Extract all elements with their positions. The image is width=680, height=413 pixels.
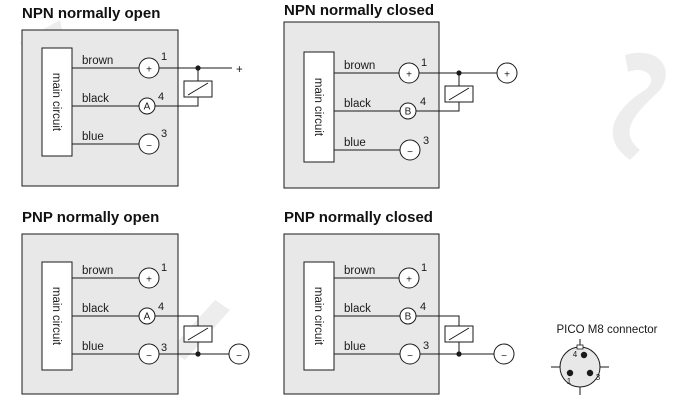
pin-number: 1 [421,262,427,274]
wire-label-brown: brown [344,265,375,277]
panel-title: PNP normally closed [284,209,433,226]
wire-label-black: black [82,93,109,105]
wire-label-brown: brown [82,55,113,67]
supply-symbol: − [236,351,242,362]
pin-number: 3 [161,128,167,140]
main-circuit-box [41,261,73,371]
supply-symbol: − [501,351,507,362]
pin-number: 1 [161,262,167,274]
pin-number: 4 [420,301,426,313]
panel-title: PNP normally open [22,209,159,226]
wire-label-blue: blue [82,131,104,143]
terminal-symbol: B [405,312,412,323]
terminal-symbol: A [144,102,151,113]
relay-load-icon [187,82,209,96]
relay-load-icon [448,327,470,341]
main-circuit-box [303,51,335,163]
main-circuit-box [303,261,335,371]
relay-load-icon [187,327,209,341]
terminal-symbol: − [146,351,152,362]
pin-number: 1 [421,57,427,69]
pin-number: 3 [423,135,429,147]
wire-label-brown: brown [344,60,375,72]
plus-terminal-icon [398,267,420,289]
pin-number: 3 [161,342,167,354]
main-circuit-label: main circuit [50,73,62,132]
wire-label-black: black [344,98,371,110]
connector-pin-icon [586,369,594,377]
panel-npn-normally-closed: NPN normally closed main circuit brown +… [283,2,518,189]
panel-title: NPN normally closed [284,2,434,19]
terminal-symbol: + [406,275,412,286]
main-circuit-box [41,47,73,157]
pin-number: 3 [423,340,429,352]
plus-terminal-icon [138,267,160,289]
pico-m8-connector: PICO M8 connector 4 1 3 [551,324,658,395]
load-wire [155,97,199,107]
panel-title: NPN normally open [22,5,160,22]
connector-key-icon [576,344,584,350]
wire-label-black: black [82,303,109,315]
wire-label-blue: blue [344,341,366,353]
supply-minus-icon [493,343,515,365]
load-wire [416,102,460,112]
pin-number: 4 [420,96,426,108]
minus-terminal-icon [138,133,160,155]
terminal-symbol: + [406,70,412,81]
wire-label-black: black [344,303,371,315]
terminal-symbol: + [146,65,152,76]
terminal-symbol: − [146,141,152,152]
main-circuit-label: main circuit [50,287,62,346]
pin-number: 4 [158,91,164,103]
supply-plus-icon [496,62,518,84]
wire-label-brown: brown [82,265,113,277]
load-wire [416,315,460,326]
connector-caption: PICO M8 connector [557,324,658,336]
panel-pnp-normally-closed: PNP normally closed main circuit brown +… [283,209,515,395]
wire-label-blue: blue [82,341,104,353]
terminal-symbol: B [405,107,412,118]
connector-pin-number: 4 [573,350,578,359]
pin-number: 1 [161,51,167,63]
wire-label-blue: blue [344,137,366,149]
relay-load-icon [448,87,470,101]
supply-symbol: + [504,70,510,81]
terminal-symbol: − [407,351,413,362]
load-wire [155,315,199,326]
supply-minus-icon [228,343,250,365]
minus-terminal-icon [399,139,421,161]
connector-pin-number: 1 [567,377,572,386]
main-circuit-label: main circuit [312,78,324,137]
connector-pin-icon [566,369,574,377]
connector-pin-number: 3 [596,373,601,382]
terminal-symbol: + [146,275,152,286]
supply-label: + [236,64,243,76]
connector-pin-icon [580,351,588,359]
main-circuit-label: main circuit [312,287,324,346]
junction-dot [456,351,462,357]
panel-pnp-normally-open: PNP normally open main circuit brown + 1… [21,209,250,395]
pin-number: 4 [158,301,164,313]
terminal-symbol: − [407,147,413,158]
panel-npn-normally-open: NPN normally open main circuit brown + 1… [21,5,243,187]
terminal-symbol: A [144,312,151,323]
junction-dot [195,351,201,357]
